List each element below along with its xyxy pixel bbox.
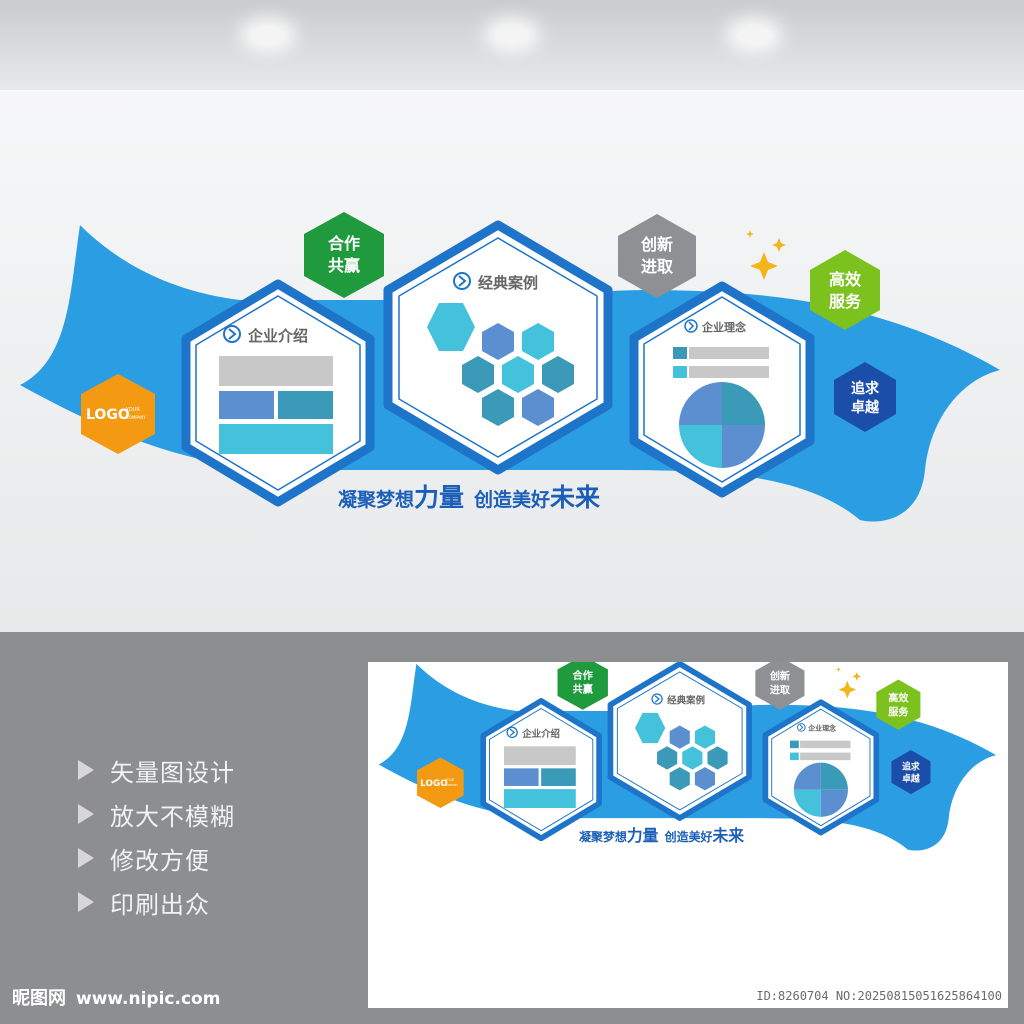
feature-list: 矢量图设计 放大不模糊 修改方便 印刷出众	[78, 748, 235, 924]
feature-item: 修改方便	[78, 836, 235, 880]
image-id: ID:8260704 NO:20250815051625864100	[752, 988, 1006, 1004]
play-icon	[78, 848, 94, 868]
culture-wall-main: 企业介绍 经典案例	[0, 0, 1024, 632]
ceiling	[0, 0, 1024, 90]
play-icon	[78, 760, 94, 780]
site-brand[interactable]: 昵图网 www.nipic.com	[12, 984, 220, 1010]
feature-text: 修改方便	[110, 846, 210, 875]
feature-item: 印刷出众	[78, 880, 235, 924]
spotlight-icon	[736, 28, 772, 42]
slogan-part: 创造美好	[473, 488, 550, 511]
site-name: 昵图网	[12, 988, 66, 1009]
feature-text: 矢量图设计	[110, 758, 235, 787]
slogan-part: 力量	[627, 826, 659, 845]
site-url: www.nipic.com	[76, 989, 221, 1009]
play-icon	[78, 892, 94, 912]
feature-text: 印刷出众	[110, 890, 210, 919]
thumbnail-art: 凝聚梦想力量创造美好未来	[368, 662, 1008, 1008]
feature-item: 放大不模糊	[78, 792, 235, 836]
feature-text: 放大不模糊	[110, 802, 235, 831]
slogan-part: 未来	[550, 483, 601, 512]
slogan-part: 创造美好	[664, 829, 713, 844]
thumbnail-preview: 凝聚梦想力量创造美好未来	[368, 662, 1008, 1008]
play-icon	[78, 804, 94, 824]
feature-item: 矢量图设计	[78, 748, 235, 792]
slogan-part: 凝聚梦想	[579, 829, 627, 844]
showroom-scene: 企业介绍 经典案例	[0, 0, 1024, 632]
slogan-part: 未来	[713, 826, 745, 845]
slogan: 凝聚梦想力量创造美好未来	[338, 483, 601, 512]
spotlight-icon	[250, 28, 286, 42]
spotlight-icon	[494, 28, 530, 42]
slogan-part: 力量	[414, 483, 464, 512]
slogan-part: 凝聚梦想	[338, 488, 414, 511]
